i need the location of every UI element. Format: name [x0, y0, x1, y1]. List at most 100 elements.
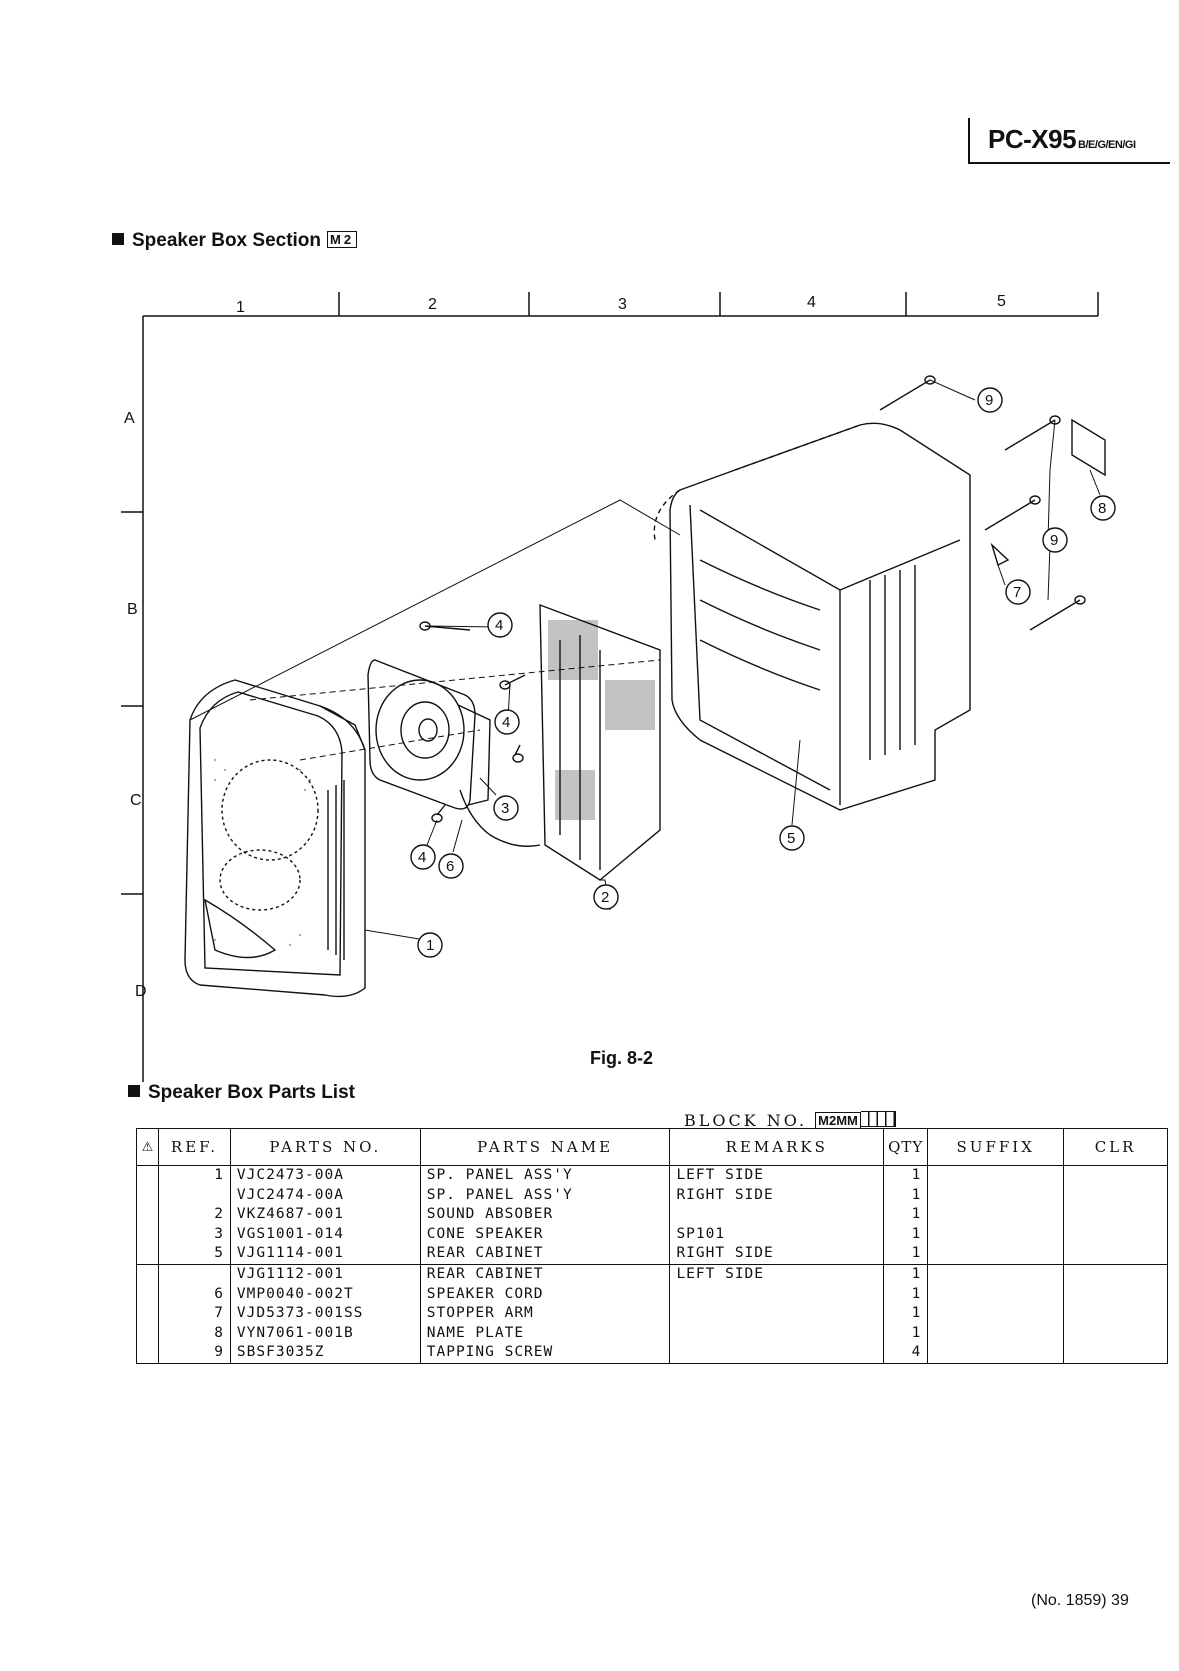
svg-text:7: 7 [1013, 584, 1021, 601]
cell-part-no: SBSF3035Z [229, 1343, 421, 1364]
col-header-clr: CLR [1063, 1128, 1168, 1166]
cell-ref [157, 1264, 231, 1285]
cell-remarks [669, 1304, 885, 1324]
cell-qty: 1 [883, 1165, 929, 1186]
speaker-panel-grille [213, 758, 312, 947]
cell-remarks: LEFT SIDE [669, 1165, 885, 1186]
cell-remarks [669, 1343, 885, 1364]
callouts: 9 9 8 7 4 4 3 4 6 2 5 1 [410, 387, 1116, 958]
col-header-part-name: PARTS NAME [419, 1128, 671, 1166]
cell-qty: 1 [883, 1224, 929, 1245]
col-header-qty: QTY [883, 1128, 929, 1166]
table-row: VJC2474-00A SP. PANEL ASS'Y RIGHT SIDE 1 [136, 1185, 1168, 1206]
rear-cabinet-illustration [653, 422, 971, 811]
figure-caption: Fig. 8-2 [590, 1048, 654, 1068]
table-header-row: ⚠ REF. PARTS NO. PARTS NAME REMARKS QTY … [136, 1128, 1168, 1166]
grid-col-label: 4 [807, 294, 816, 311]
callout-8: 8 [1090, 495, 1116, 521]
svg-text:1: 1 [426, 937, 434, 954]
cell-remarks [669, 1205, 885, 1225]
parts-table: ⚠ REF. PARTS NO. PARTS NAME REMARKS QTY … [136, 1128, 1168, 1364]
cell-part-no: VKZ4687-001 [229, 1205, 421, 1225]
grid-row-label: D [135, 983, 147, 1000]
col-header-suffix: SUFFIX [927, 1128, 1065, 1166]
grid-col-label: 2 [428, 296, 437, 313]
cell-part-name: REAR CABINET [419, 1244, 671, 1265]
cell-remarks: RIGHT SIDE [669, 1244, 885, 1265]
grid-row-label: B [127, 601, 138, 618]
grid-row-label: C [130, 792, 142, 809]
grid-row-label: A [124, 410, 135, 427]
cell-part-no: VJG1112-001 [229, 1264, 421, 1285]
callout-6: 6 [438, 853, 464, 879]
grid-col-label: 3 [618, 296, 627, 313]
block-code: M2 [327, 231, 358, 248]
cell-part-no: VYN7061-001B [229, 1323, 421, 1344]
col-header-ref: REF. [157, 1128, 231, 1166]
cell-qty: 1 [883, 1264, 929, 1285]
callout-3: 3 [493, 795, 519, 821]
callout-5: 5 [779, 825, 805, 851]
grid-col-label: 5 [997, 293, 1006, 310]
callout-4: 4 [410, 844, 436, 870]
cell-ref: 6 [157, 1284, 231, 1305]
bullet-square-icon [112, 233, 124, 245]
grid-frame [121, 292, 1099, 1082]
header-frame [968, 118, 1170, 164]
callout-7: 7 [1005, 579, 1031, 605]
cell-ref: 2 [157, 1205, 231, 1225]
block-number-code: M2MM [815, 1112, 861, 1129]
cell-part-name: STOPPER ARM [419, 1304, 671, 1324]
cell-ref: 7 [157, 1304, 231, 1324]
cell-remarks [669, 1284, 885, 1305]
block-number-cells [860, 1111, 896, 1127]
callout-1: 1 [417, 932, 443, 958]
cell-part-no: VJG1114-001 [229, 1244, 421, 1265]
cell-remarks: SP101 [669, 1224, 885, 1245]
col-header-part-no: PARTS NO. [229, 1128, 421, 1166]
table-row: 8 VYN7061-001B NAME PLATE 1 [136, 1323, 1168, 1344]
cell-part-name: NAME PLATE [419, 1323, 671, 1344]
table-row: 7 VJD5373-001SS STOPPER ARM 1 [136, 1304, 1168, 1324]
svg-text:4: 4 [502, 714, 510, 731]
page-number: (No. 1859) 39 [1031, 1592, 1129, 1609]
table-row: 6 VMP0040-002T SPEAKER CORD 1 [136, 1284, 1168, 1305]
svg-text:2: 2 [601, 889, 609, 906]
callout-4: 4 [487, 612, 513, 638]
grid-col-label: 1 [236, 299, 245, 316]
cell-part-no: VMP0040-002T [229, 1284, 421, 1305]
cone-speaker-illustration [367, 659, 541, 847]
cell-remarks [669, 1323, 885, 1344]
cell-qty: 1 [883, 1185, 929, 1206]
cell-qty: 1 [883, 1323, 929, 1344]
table-row: 5 VJG1114-001 REAR CABINET RIGHT SIDE 1 [136, 1244, 1168, 1265]
svg-text:9: 9 [985, 392, 993, 409]
cell-ref: 5 [157, 1244, 231, 1265]
cell-part-no: VGS1001-014 [229, 1224, 421, 1245]
cell-part-no: VJC2474-00A [229, 1185, 421, 1206]
model-suffix: B/E/G/EN/GI [1078, 139, 1136, 151]
svg-text:9: 9 [1050, 532, 1058, 549]
sound-absorber-texture [548, 620, 655, 820]
cell-ref [157, 1185, 231, 1206]
bullet-square-icon [128, 1085, 140, 1097]
cell-remarks: RIGHT SIDE [669, 1185, 885, 1206]
callout-9: 9 [1042, 527, 1068, 553]
cell-part-no: VJC2473-00A [229, 1165, 421, 1186]
cell-part-name: REAR CABINET [419, 1264, 671, 1285]
cell-part-name: SPEAKER CORD [419, 1284, 671, 1305]
table-row: VJG1112-001 REAR CABINET LEFT SIDE 1 [136, 1264, 1168, 1285]
svg-text:4: 4 [495, 617, 503, 634]
screw-illustrations [419, 375, 1106, 823]
cell-remarks: LEFT SIDE [669, 1264, 885, 1285]
svg-text:6: 6 [446, 858, 454, 875]
cell-part-name: TAPPING SCREW [419, 1343, 671, 1364]
cell-qty: 1 [883, 1244, 929, 1265]
svg-text:8: 8 [1098, 500, 1106, 517]
table-row: 3 VGS1001-014 CONE SPEAKER SP101 1 [136, 1224, 1168, 1245]
cell-ref: 3 [157, 1224, 231, 1245]
table-row: 1 VJC2473-00A SP. PANEL ASS'Y LEFT SIDE … [136, 1165, 1168, 1186]
